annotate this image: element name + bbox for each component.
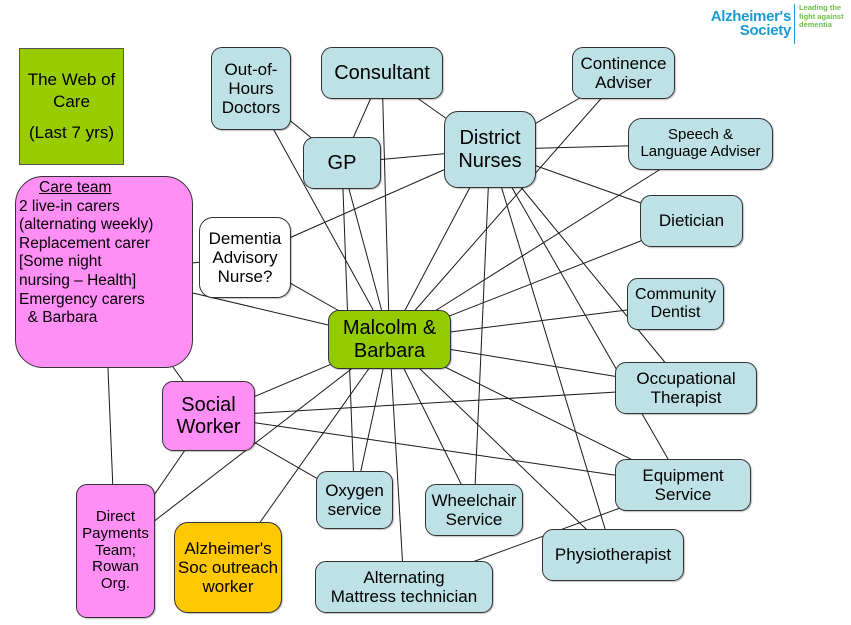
- node-equipment-service: Equipment Service: [615, 459, 751, 511]
- connector-district_nurses-speech: [531, 145, 633, 149]
- connector-dentist-center: [446, 309, 632, 333]
- logo-tagline: Leading the fight against dementia: [799, 3, 844, 30]
- alzheimers-society-logo: Alzheimer's Society Leading the fight ag…: [704, 2, 849, 44]
- connector-gp-center: [347, 184, 384, 315]
- node-consultant: Consultant: [321, 47, 443, 99]
- connector-center-social_worker: [250, 363, 333, 399]
- node-care-team: Care team 2 live-in carers (alternating …: [15, 176, 193, 368]
- connector-gp-district_nurses: [376, 152, 449, 161]
- connector-continence-district_nurses: [531, 94, 586, 126]
- diagram-title: The Web of Care (Last 7 yrs): [19, 48, 124, 165]
- node-speech-language-adviser: Speech & Language Adviser: [628, 118, 773, 170]
- node-continence-adviser: Continence Adviser: [572, 47, 675, 99]
- connector-care_team-direct_payments: [107, 363, 114, 489]
- connector-center-wheelchair: [401, 364, 464, 489]
- node-social-worker: Social Worker: [162, 381, 255, 451]
- connector-center-oxygen: [359, 364, 385, 476]
- connector-dementia_nurse-center: [286, 280, 345, 315]
- node-direct-payments-team: Direct Payments Team; Rowan Org.: [76, 484, 155, 618]
- connector-social_worker-direct_payments: [150, 446, 188, 500]
- connector-center-equipment: [440, 364, 639, 464]
- connector-consultant-gp: [351, 94, 373, 142]
- node-out-of-hours-doctors: Out-of- Hours Doctors: [211, 47, 291, 130]
- connector-social_worker-oxygen: [250, 440, 321, 481]
- node-alzheimers-outreach-worker: Alzheimer's Soc outreach worker: [174, 522, 282, 613]
- connector-center-mattress: [390, 364, 404, 566]
- logo-name: Alzheimer's Society: [710, 8, 792, 40]
- connector-dietician-center: [446, 239, 645, 318]
- node-wheelchair-service: Wheelchair Service: [425, 484, 523, 536]
- connector-center-ot: [446, 348, 620, 378]
- node-dietician: Dietician: [640, 195, 743, 247]
- connector-district_nurses-dietician: [531, 163, 645, 205]
- node-occupational-therapist: Occupational Therapist: [615, 362, 757, 414]
- node-gp: GP: [303, 137, 381, 189]
- connector-social_worker-ot: [250, 391, 620, 415]
- node-oxygen-service: Oxygen service: [316, 471, 393, 529]
- node-community-dentist: Community Dentist: [627, 278, 724, 330]
- node-district-nurses: District Nurses: [444, 111, 536, 188]
- connector-district_nurses-center: [402, 183, 473, 315]
- connector-social_worker-equipment: [250, 421, 620, 477]
- node-physiotherapist: Physiotherapist: [542, 529, 684, 581]
- connector-district_nurses-physio: [499, 183, 607, 534]
- logo-divider: [794, 4, 795, 44]
- node-dementia-advisory-nurse: Dementia Advisory Nurse?: [199, 217, 291, 298]
- connector-consultant-center: [382, 94, 390, 315]
- node-alternating-mattress-technician: Alternating Mattress technician: [315, 561, 493, 613]
- node-malcolm-barbara: Malcolm & Barbara: [328, 310, 451, 369]
- connector-district_nurses-wheelchair: [474, 183, 489, 489]
